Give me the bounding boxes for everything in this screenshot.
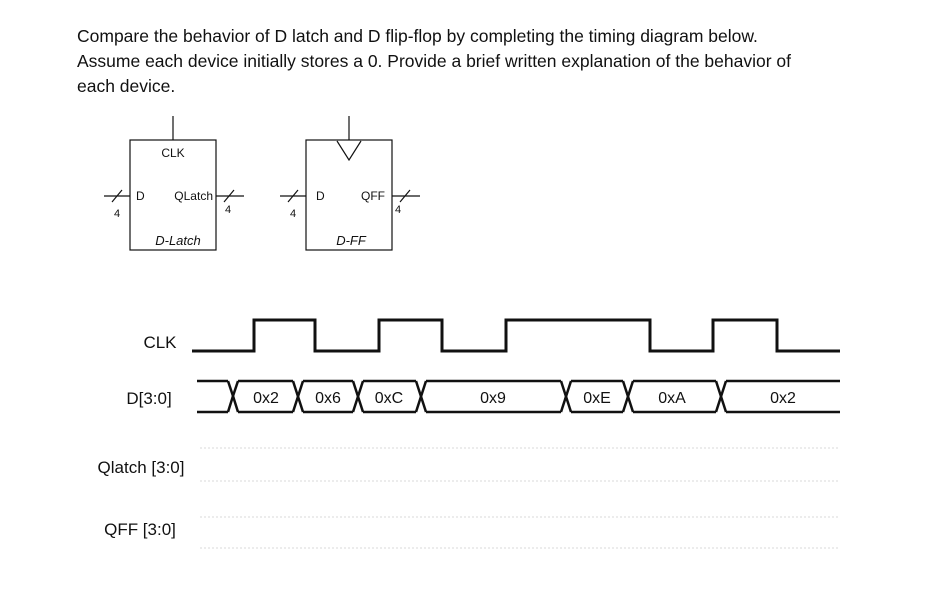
d-ff-q-label: QFF <box>361 189 385 203</box>
d-value-1: 0x2 <box>253 390 279 407</box>
d-value-7: 0x2 <box>770 390 796 407</box>
question-line-3: each device. <box>77 76 176 96</box>
d-latch-clk-label: CLK <box>161 146 184 160</box>
qff-answer-row[interactable] <box>200 516 840 549</box>
d-latch-q-label: QLatch <box>174 189 213 203</box>
d-latch-name: D-Latch <box>155 233 201 248</box>
d-ff-bus-in-width: 4 <box>290 208 296 220</box>
d-ff-d-label: D <box>316 189 325 203</box>
d-value-4: 0x9 <box>480 390 506 407</box>
qlatch-answer-row[interactable] <box>200 447 840 482</box>
d-ff-d-bus-slash <box>287 189 299 203</box>
d-ff-bus-out-width: 4 <box>395 204 401 216</box>
d-latch-d-bus-slash <box>111 189 123 203</box>
d-ff-name: D-FF <box>336 233 367 248</box>
question-line-1: Compare the behavior of D latch and D fl… <box>77 26 758 46</box>
d-value-3: 0xC <box>375 390 403 407</box>
d-ff-clock-triangle <box>336 140 362 162</box>
d-value-6: 0xA <box>658 390 686 407</box>
question-text: Compare the behavior of D latch and D fl… <box>77 24 877 99</box>
d-latch-block <box>104 116 244 251</box>
d-value-5: 0xE <box>583 390 611 407</box>
d-latch-q-bus-slash <box>223 189 235 203</box>
d-ff-block <box>280 116 420 251</box>
d-latch-bus-out-width: 4 <box>225 204 231 216</box>
d-latch-d-label: D <box>136 189 145 203</box>
clk-waveform <box>192 318 840 353</box>
d-bus-waveform <box>197 379 840 414</box>
timing-clk-label: CLK <box>143 333 177 352</box>
d-value-2: 0x6 <box>315 390 341 407</box>
question-line-2: Assume each device initially stores a 0.… <box>77 51 791 71</box>
d-ff-q-bus-slash <box>399 189 411 203</box>
timing-qlatch-label: Qlatch [3:0] <box>98 458 185 477</box>
timing-d-label: D[3:0] <box>126 389 171 408</box>
timing-qff-label: QFF [3:0] <box>104 520 176 539</box>
d-latch-bus-in-width: 4 <box>114 208 120 220</box>
